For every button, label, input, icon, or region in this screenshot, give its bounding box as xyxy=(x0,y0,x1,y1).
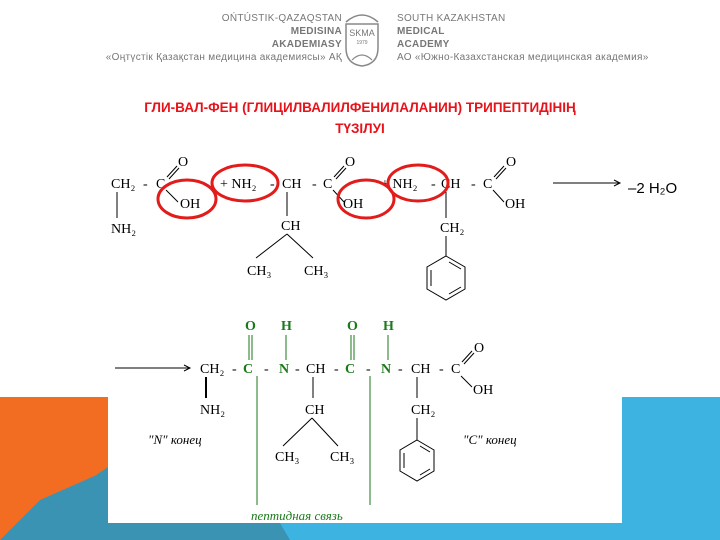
highlight-oh-val xyxy=(336,178,396,220)
n-terminus-label: "N" конец xyxy=(148,432,202,447)
prod-c3: C xyxy=(451,362,460,377)
bond-dash: - xyxy=(232,362,237,377)
gly-c: C xyxy=(156,177,165,192)
prod-val-ch: CH xyxy=(305,403,324,418)
logo-left-line: «Оңтүстік Қазақстан медицина академиясы»… xyxy=(105,52,342,63)
bond-dash: - xyxy=(431,177,436,192)
prod-phe-ch2: CH₂ xyxy=(411,403,435,418)
prod-o2: O xyxy=(347,319,358,334)
logo-right-line: АО «Южно-Казахстанская медицинская акаде… xyxy=(397,52,649,63)
phe-c: C xyxy=(483,177,492,192)
logo-left-line: OŃTÚSTIK-QAZAQSTAN xyxy=(221,13,342,24)
bond-dash: - xyxy=(264,362,269,377)
product-arrow-icon xyxy=(115,364,192,372)
prod-ch3: CH₃ xyxy=(275,450,299,465)
teal-strip xyxy=(108,523,290,540)
prod-ch2: CH₂ xyxy=(200,362,224,377)
prod-h2: H xyxy=(383,319,394,334)
phe-oh: OH xyxy=(505,197,525,212)
bond-dash: - xyxy=(270,177,275,192)
bond-dash: - xyxy=(366,362,371,377)
slide-title: ГЛИ-ВАЛ-ФЕН (ГЛИЦИЛВАЛИЛФЕНИЛАЛАНИН) ТРИ… xyxy=(0,97,720,139)
bond-dash: - xyxy=(334,362,339,377)
phe-ch2: CH₂ xyxy=(440,221,464,236)
prod-h1: H xyxy=(281,319,292,334)
val-oh: OH xyxy=(343,197,363,212)
highlight-nh2-phe xyxy=(386,163,450,203)
prod-n2: N xyxy=(381,362,391,377)
val-ch3: CH₃ xyxy=(247,264,271,279)
prod-o1: O xyxy=(245,319,256,334)
bond-dash: - xyxy=(143,177,148,192)
prod-c1: C xyxy=(243,362,253,377)
emblem-year: 1979 xyxy=(356,40,367,46)
prod-ch3: CH₃ xyxy=(330,450,354,465)
logo-left-line: AKADEMIASY xyxy=(271,39,342,50)
highlight-oh-gly xyxy=(156,178,218,220)
blue-shape-right xyxy=(622,397,720,540)
title-line-1: ГЛИ-ВАЛ-ФЕН (ГЛИЦИЛВАЛИЛФЕНИЛАЛАНИН) ТРИ… xyxy=(144,100,576,115)
logo-right-text: SOUTH KAZAKHSTAN MEDICAL ACADEMY АО «Южн… xyxy=(397,12,649,64)
val-nh2: + NH₂ xyxy=(220,177,257,192)
logo-right-line: ACADEMY xyxy=(397,39,450,50)
phe-ch: CH xyxy=(441,177,460,192)
val-ch: CH xyxy=(282,177,301,192)
prod-nh2: NH₂ xyxy=(200,403,225,418)
bond-dash: - xyxy=(295,362,300,377)
benzene-ring-icon xyxy=(399,439,435,482)
prod-o-end: O xyxy=(474,341,484,356)
highlight-nh2-val xyxy=(210,163,280,203)
benzene-ring-icon xyxy=(426,255,466,301)
gly-nh2: NH₂ xyxy=(111,222,136,237)
bond-dash: - xyxy=(439,362,444,377)
prod-c2: C xyxy=(345,362,355,377)
logo-right-line: MEDICAL xyxy=(397,26,445,37)
reaction-arrow-icon xyxy=(553,179,622,187)
teal-shape xyxy=(0,470,108,540)
logo-right-line: SOUTH KAZAKHSTAN xyxy=(397,13,506,24)
prod-ch-val: CH xyxy=(306,362,325,377)
prod-n1: N xyxy=(279,362,289,377)
val-ch3: CH₃ xyxy=(304,264,328,279)
gly-oh: OH xyxy=(180,197,200,212)
title-line-2: ТҮЗІЛУІ xyxy=(335,121,385,136)
prod-ch-phe: CH xyxy=(411,362,430,377)
emblem-text: SKMA xyxy=(349,28,375,38)
c-terminus-label: "C" конец xyxy=(463,432,517,447)
peptide-bond-label: пептидная связь xyxy=(251,508,343,523)
val-o: O xyxy=(345,155,355,170)
gly-o: O xyxy=(178,155,188,170)
prod-oh-end: OH xyxy=(473,383,493,398)
val-c: C xyxy=(323,177,332,192)
logo-left-text: OŃTÚSTIK-QAZAQSTAN MEDISINA AKADEMIASY «… xyxy=(106,12,342,64)
phe-o: O xyxy=(506,155,516,170)
logo-left-line: MEDISINA xyxy=(290,26,342,37)
bond-dash: - xyxy=(398,362,403,377)
skma-emblem: SKMA 1979 xyxy=(345,14,379,67)
bond-dash: - xyxy=(471,177,476,192)
bond-dash: - xyxy=(312,177,317,192)
gly-ch2: CH₂ xyxy=(111,177,135,192)
water-elimination: –2 H₂O xyxy=(628,180,677,197)
val-side-ch: CH xyxy=(281,219,300,234)
